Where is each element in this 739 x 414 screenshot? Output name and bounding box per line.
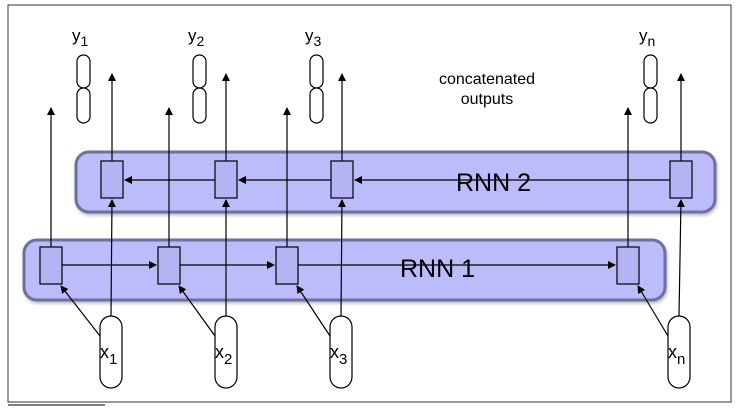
input-to-rnn1-arrow: [637, 285, 669, 337]
rnn1-label: RNN 1: [400, 255, 475, 283]
output-label: y2: [188, 26, 205, 49]
rnn1-cell: [157, 246, 181, 285]
input-to-rnn1-arrow: [296, 285, 331, 337]
rnn2-cell: [100, 160, 124, 199]
frame-border: [7, 4, 732, 403]
input-node: [99, 315, 123, 389]
input-to-rnn2-arrow: [676, 199, 685, 317]
output-pill-rnn2: [192, 54, 207, 89]
input-to-rnn2-arrow: [107, 199, 116, 317]
output-pill-rnn1: [76, 87, 91, 124]
rnn1-cell: [275, 246, 299, 285]
rnn1-cell: [616, 246, 640, 285]
rnn2-label: RNN 2: [456, 169, 531, 197]
output-pill-rnn2: [76, 54, 91, 89]
rnn1-band: [22, 238, 667, 302]
output-pill-rnn1: [309, 87, 324, 124]
rnn2-cell: [214, 160, 238, 199]
input-node: [667, 315, 691, 389]
rnn2-cell: [669, 160, 693, 199]
output-pill-rnn2: [309, 54, 324, 89]
output-label: y1: [72, 26, 89, 49]
output-label: yn: [639, 26, 655, 49]
output-pill-rnn1: [643, 87, 658, 124]
concat-label-line1: concatenated: [439, 71, 535, 88]
output-label: y3: [305, 26, 322, 49]
rnn2-band: [74, 150, 717, 214]
output-pill-rnn1: [192, 87, 207, 124]
input-to-rnn1-arrow: [178, 285, 216, 337]
input-to-rnn2-arrow: [337, 199, 346, 317]
output-pill-rnn2: [643, 54, 658, 89]
input-node: [214, 315, 238, 389]
input-to-rnn1-arrow: [60, 285, 101, 337]
concat-label-line2: outputs: [461, 91, 513, 108]
rnn1-cell: [39, 246, 63, 285]
input-node: [329, 315, 353, 389]
rnn2-cell: [330, 160, 354, 199]
